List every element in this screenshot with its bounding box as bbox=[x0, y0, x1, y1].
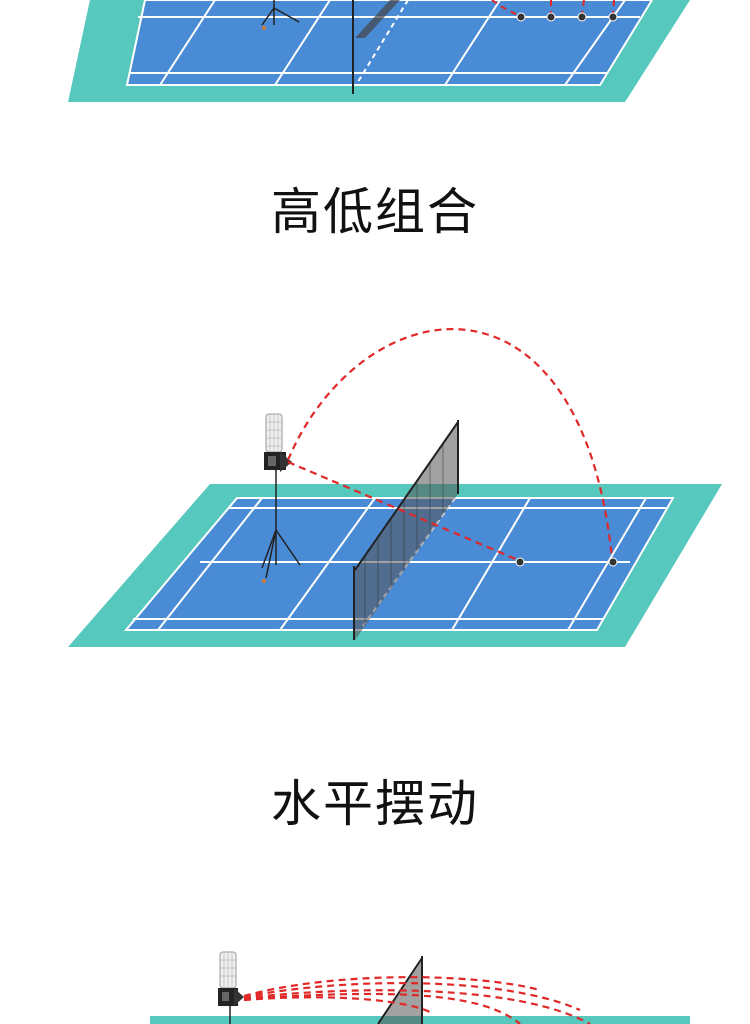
shuttlecock-landing-icons bbox=[515, 557, 618, 567]
court-scene-horizontal-swing bbox=[150, 951, 690, 1024]
trajectories bbox=[491, 0, 615, 17]
court-lines bbox=[125, 0, 654, 86]
shuttle-launcher-machine bbox=[218, 951, 244, 1024]
shuttle-launcher-machine bbox=[261, 413, 301, 583]
trajectories bbox=[243, 976, 591, 1024]
court-scene-top bbox=[68, 0, 690, 102]
trajectories bbox=[286, 328, 614, 562]
net bbox=[352, 0, 400, 94]
shuttlecock-landing-icons bbox=[516, 12, 618, 22]
tripod bbox=[261, 0, 300, 30]
section-title-high-low-combo: 高低组合 bbox=[271, 183, 479, 241]
net bbox=[353, 420, 459, 640]
court-scene-high-low bbox=[68, 328, 722, 647]
section-title-horizontal-swing: 水平摆动 bbox=[271, 775, 479, 833]
